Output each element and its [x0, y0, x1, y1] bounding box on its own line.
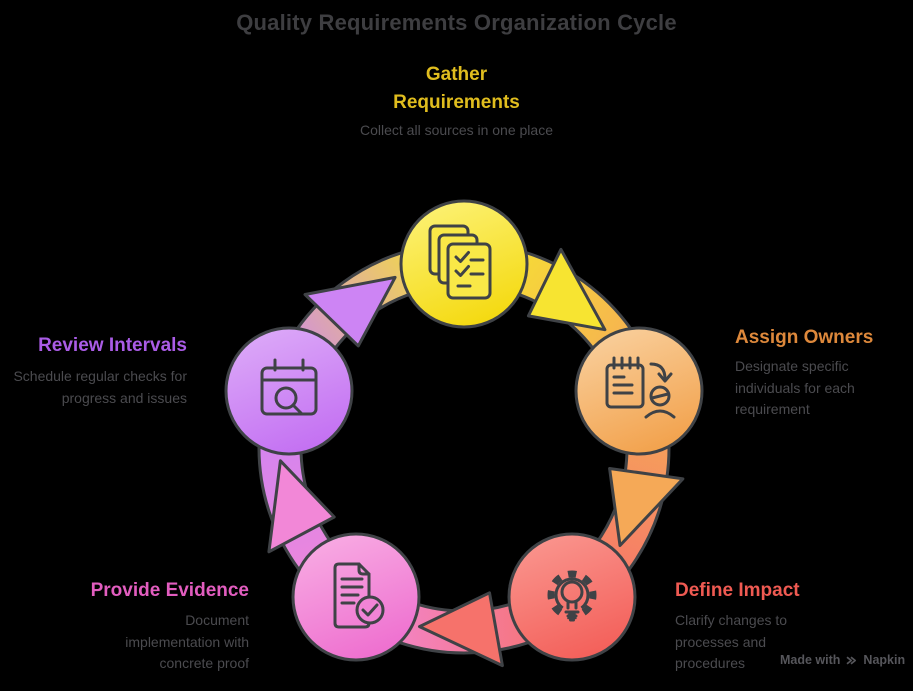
calendar-search-icon — [260, 358, 318, 416]
arrowhead-gather-to-assign — [526, 247, 607, 332]
assign-person-icon — [605, 356, 676, 419]
page-title: Quality Requirements Organization Cycle — [236, 10, 677, 35]
step-circle-review — [224, 326, 354, 456]
napkin-logo-icon — [846, 656, 857, 664]
step-description-assign: Designate specific individuals for each … — [735, 358, 855, 418]
watermark-prefix: Made with — [780, 653, 841, 667]
step-label-assign: Assign Owners — [735, 327, 874, 348]
step-label-impact: Define Impact — [675, 580, 800, 601]
napkin-watermark: Made with Napkin — [780, 653, 905, 667]
step-circles — [224, 199, 704, 662]
step-circle-assign — [574, 326, 704, 456]
step-description-evidence: Document implementation with concrete pr… — [125, 612, 249, 672]
document-check-icon — [333, 562, 385, 629]
gear-lightbulb-icon — [547, 570, 597, 622]
step-label-evidence: Provide Evidence — [90, 580, 249, 601]
watermark-brand: Napkin — [863, 653, 906, 667]
step-description-gather-text: Collect all sources in one place — [360, 122, 553, 138]
step-icons — [260, 224, 676, 629]
checklist-stack-icon — [428, 224, 492, 300]
step-label-gather-text: Gather Requirements — [393, 64, 520, 113]
step-circle-impact — [507, 532, 637, 662]
step-circle-evidence — [291, 532, 421, 662]
step-label-gather: Gather Requirements — [0, 61, 913, 116]
cycle-arrow-heads — [267, 247, 685, 668]
step-label-review: Review Intervals — [38, 335, 187, 356]
arrowhead-impact-to-evidence — [418, 591, 504, 668]
step-description-review: Schedule regular checks for progress and… — [13, 368, 187, 406]
arrowhead-review-to-gather — [303, 275, 397, 348]
arrowhead-evidence-to-review — [267, 459, 336, 554]
step-description-impact: Clarify changes to processes and procedu… — [675, 612, 788, 672]
arrowhead-assign-to-impact — [608, 467, 685, 547]
step-description-gather: Collect all sources in one place — [0, 120, 913, 142]
